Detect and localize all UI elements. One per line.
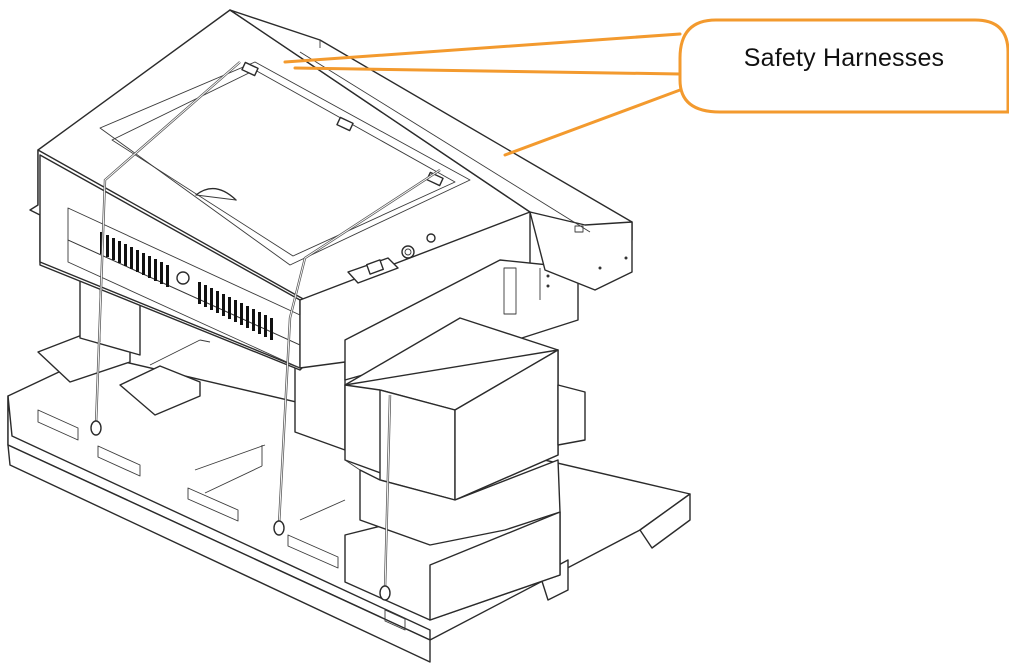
leader-line-1 [283,32,682,64]
front-vents [100,232,273,340]
leader-line-3 [503,88,682,157]
leader-line-2 [293,66,682,76]
callout-bubble [678,18,1009,114]
callout-label: Safety Harnesses [743,43,945,72]
callout-leaders [283,32,682,157]
safety-strap-3 [379,394,392,601]
safety-strap-2 [273,168,441,536]
accessory-box [344,317,586,621]
tube-housing [229,9,633,291]
safety-strap-1 [90,61,241,436]
